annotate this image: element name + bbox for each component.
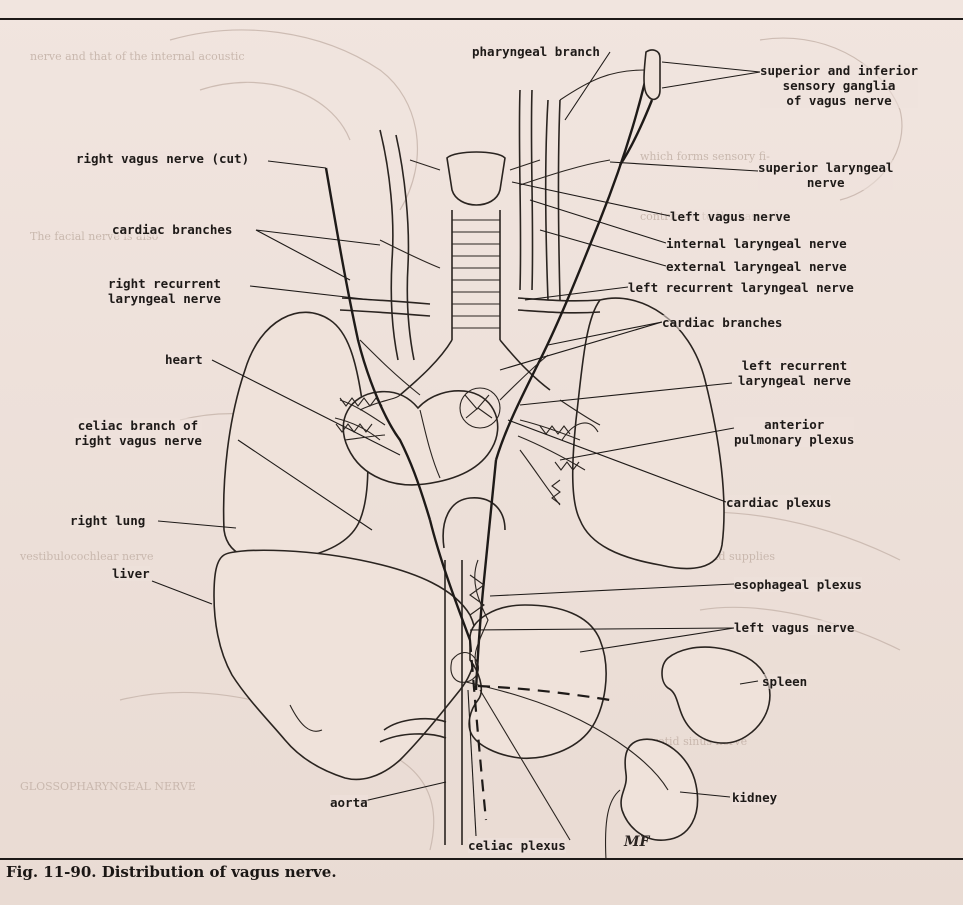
neck-vessels <box>340 90 600 360</box>
label-aorta: aorta <box>330 795 368 810</box>
label-right-lung: right lung <box>70 513 145 528</box>
svg-text:nerve and that of the internal: nerve and that of the internal acoustic <box>30 50 245 63</box>
kidney-shape <box>606 739 698 860</box>
label-right-recurrent-laryngeal-nerve: right recurrent laryngeal nerve <box>108 276 221 306</box>
label-anterior-pulmonary-plexus: anterior pulmonary plexus <box>734 417 854 447</box>
label-celiac-plexus: celiac plexus <box>468 838 566 853</box>
label-kidney: kidney <box>732 790 777 805</box>
label-left-vagus-nerve-bottom: left vagus nerve <box>734 620 854 635</box>
label-left-recurrent-laryngeal-nerve: left recurrent laryngeal nerve <box>738 358 851 388</box>
svg-text:GLOSSOPHARYNGEAL NERVE: GLOSSOPHARYNGEAL NERVE <box>20 780 196 793</box>
spleen-shape <box>662 647 770 743</box>
label-cardiac-branches-right: cardiac branches <box>662 315 782 330</box>
label-heart: heart <box>165 352 203 367</box>
label-sensory-ganglia: superior and inferior sensory ganglia of… <box>760 63 918 108</box>
label-internal-laryngeal-nerve: internal laryngeal nerve <box>666 236 847 251</box>
label-right-vagus-nerve-cut: right vagus nerve (cut) <box>76 151 249 166</box>
caption-rule <box>0 858 963 860</box>
label-spleen: spleen <box>762 674 807 689</box>
svg-text:which forms sensory fi-: which forms sensory fi- <box>640 150 770 163</box>
label-cardiac-branches-left: cardiac branches <box>112 222 232 237</box>
label-esophageal-plexus: esophageal plexus <box>734 577 862 592</box>
left-lung-shape <box>562 298 724 568</box>
top-rule <box>0 18 963 20</box>
label-liver: liver <box>112 566 150 581</box>
stomach-shape <box>469 605 606 758</box>
label-external-laryngeal-nerve: external laryngeal nerve <box>666 259 847 274</box>
label-left-vagus-nerve-top: left vagus nerve <box>670 209 790 224</box>
label-left-recurrent-laryngeal-nerve-top: left recurrent laryngeal nerve <box>628 280 854 295</box>
liver-shape <box>214 550 476 779</box>
figure-caption: Fig. 11-90. Distribution of vagus nerve. <box>6 863 337 881</box>
svg-text:vestibulocochlear nerve: vestibulocochlear nerve <box>19 550 154 563</box>
artist-signature: MF <box>624 834 649 850</box>
label-cardiac-plexus: cardiac plexus <box>726 495 831 510</box>
label-pharyngeal-branch: pharyngeal branch <box>472 44 600 59</box>
label-superior-laryngeal-nerve: superior laryngeal nerve <box>758 160 893 190</box>
label-celiac-branch-right-vagus: celiac branch of right vagus nerve <box>74 418 202 448</box>
